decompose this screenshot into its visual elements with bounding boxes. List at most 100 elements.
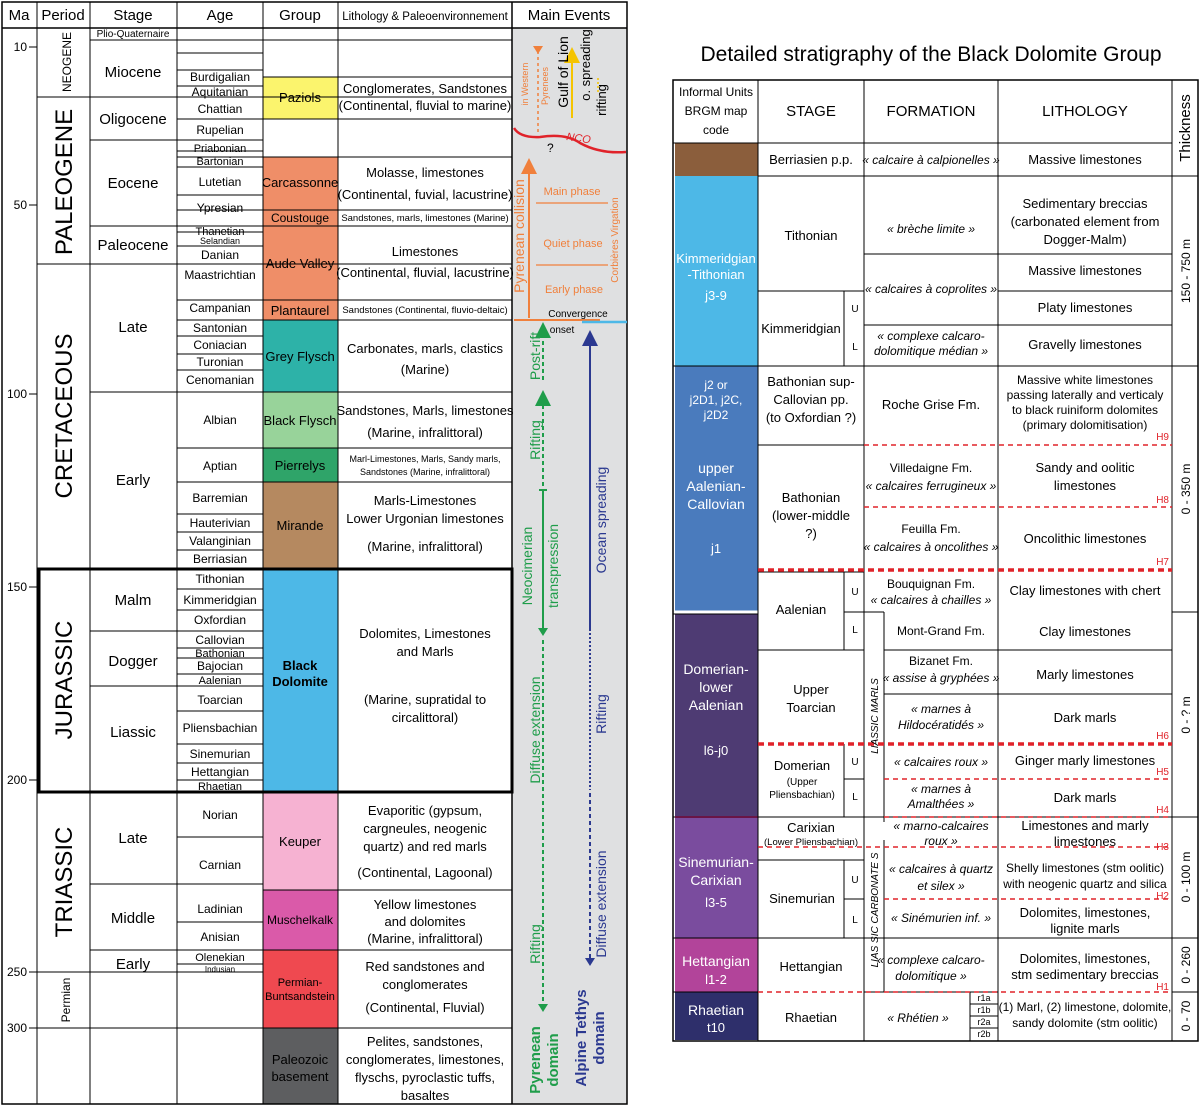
age-barremian: Barremian — [192, 491, 247, 505]
group-colors — [263, 77, 338, 1104]
event-corbieres: Corbières Virgation — [610, 197, 621, 282]
age-ladinian: Ladinian — [197, 902, 242, 916]
thickness-6: 0 - 70 — [1179, 1000, 1193, 1031]
event-early-phase: Early phase — [545, 284, 603, 296]
unit-l3-1: Sinemurian- — [678, 854, 754, 870]
horizon-h3: H3 — [1156, 842, 1169, 853]
rstage-bath-sup-3: (to Oxfordian ?) — [766, 410, 856, 425]
event-alpine-1: Alpine Tethys — [573, 989, 590, 1086]
age-hauterivian: Hauterivian — [190, 516, 251, 530]
lith-text: Marls-Limestones — [374, 493, 477, 508]
horizon-lines — [758, 444, 1172, 993]
header-stage: STAGE — [786, 103, 836, 120]
rlith-text: Sedimentary breccias — [1023, 196, 1148, 211]
group-coustouge: Coustouge — [271, 211, 329, 225]
unit-block-berriasien — [675, 143, 758, 176]
age-labels: Burdigalian Aquitanian Chattian Rupelian… — [183, 70, 258, 974]
rstage-aal-l: L — [852, 625, 858, 636]
event-rifting-blue: Rifting — [593, 694, 609, 734]
unit-kt-1: Kimmeridgian — [676, 251, 755, 266]
age-chattian: Chattian — [198, 102, 243, 116]
header-age: Age — [207, 7, 234, 24]
formation-text: et silex » — [917, 879, 965, 893]
age-priabonian: Priabonian — [194, 143, 247, 155]
formation-text: « marnes à — [911, 702, 971, 716]
group-block-paleozoic — [263, 1028, 338, 1104]
lith-text: Carbonates, marls, clastics — [347, 341, 504, 356]
unit-l1-1: Hettangian — [682, 953, 750, 969]
rstage-aalenian: Aalenian — [776, 602, 827, 617]
group-pierrelys: Pierrelys — [275, 458, 326, 473]
formation-text: « marnes à — [911, 782, 971, 796]
rlith-text: limestones — [1054, 834, 1117, 849]
rstage-bath-1: Bathonian — [782, 490, 841, 505]
rlith-text: (1) Marl, (2) limestone, dolomite, — [999, 1000, 1172, 1014]
age-kimmeridgian: Kimmeridgian — [183, 593, 256, 607]
lith-text: (Marine, supratidal to — [364, 692, 486, 707]
age-norian: Norian — [202, 808, 237, 822]
header-code: code — [703, 123, 729, 137]
unit-block-l3-5 — [675, 817, 758, 938]
unit-l1-code: l1-2 — [705, 972, 727, 987]
formation-text: « marno-calcaires — [893, 819, 988, 833]
lith-text: cargneules, neogenic — [363, 821, 487, 836]
age-sinemurian: Sinemurian — [190, 747, 251, 761]
ma-tick-10: 10 — [14, 40, 28, 54]
horizon-h6: H6 — [1156, 731, 1169, 742]
unit-kt-2: -Tithonian — [687, 267, 744, 282]
r-code: r2a — [977, 1017, 990, 1027]
thickness-1: 150 - 750 m — [1179, 239, 1193, 303]
rstage-domerian-2: (Upper — [787, 777, 818, 788]
header-thickness: Thickness — [1177, 94, 1194, 162]
group-paziols: Paziols — [279, 90, 321, 105]
event-rifting-top: rifting — [594, 84, 609, 116]
lith-text: flyschs, pyroclastic tuffs, — [355, 1070, 495, 1085]
rlith-text: Massive limestones — [1028, 152, 1142, 167]
stage-late-triassic: Late — [118, 830, 147, 847]
unit-kt-code: j3-9 — [704, 288, 727, 303]
unit-l6-3: Aalenian — [689, 697, 744, 713]
rlith-text: Sandy and oolitic — [1035, 460, 1135, 475]
formation-labels: « calcaire à calpionelles » « brèche lim… — [862, 153, 1000, 1025]
left-headers: Ma Period Stage Age Group Lithology & Pa… — [9, 7, 611, 24]
rstage-domerian: Domerian — [774, 758, 830, 773]
event-western-pyrenees-2: Pyrenees — [540, 66, 550, 105]
period-triassic: TRIASSIC — [51, 827, 78, 938]
rlith-text: limestones — [1054, 478, 1117, 493]
rstage-bath-sup-1: Bathonian sup- — [767, 374, 854, 389]
header-period: Period — [41, 7, 84, 24]
formation-text: Villedaigne Fm. — [890, 461, 973, 475]
stage-labels: Plio-Quaternaire Miocene Oligocene Eocen… — [97, 29, 170, 973]
rstage-u: U — [851, 304, 858, 315]
formation-text: dolomitique » — [895, 969, 967, 983]
formation-text: « complexe calcaro- — [877, 329, 984, 343]
formation-text: Bizanet Fm. — [909, 654, 973, 668]
unit-block-kimmeridgian-tithonian — [675, 176, 758, 366]
unit-j1-1: upper — [698, 460, 734, 476]
rstage-tithonian: Tithonian — [785, 228, 838, 243]
event-gulf-of-lion: Gulf of Lion — [555, 36, 571, 108]
header-formation: FORMATION — [887, 103, 976, 120]
unit-j2-2: j2D1, j2C, — [689, 393, 743, 407]
lith-text: Molasse, limestones — [366, 165, 484, 180]
header-lithology: Lithology & Paleoenvironnement — [342, 11, 508, 23]
lith-text: Marl-Limestones, Marls, Sandy marls, — [349, 454, 500, 464]
rstage-dom-l: L — [852, 792, 858, 803]
event-diffuse-extension-blue: Diffuse extension — [593, 850, 609, 957]
lith-text: Lower Urgonian limestones — [346, 511, 504, 526]
group-buntsandstein: Buntsandstein — [265, 991, 335, 1003]
stage-lines — [90, 39, 263, 951]
period-labels: NEOGENE PALEOGENE CRETACEOUS JURASSIC TR… — [51, 32, 78, 1022]
rstage-hettangian: Hettangian — [780, 959, 843, 974]
event-rifting-mid: Rifting — [527, 420, 543, 460]
event-pyrenean-domain-1: Pyrenean — [527, 1026, 544, 1094]
lith-text: (Marine, infralittoral) — [367, 931, 483, 946]
group-carcassonne: Carcassonne — [262, 175, 339, 190]
unit-l6-code: l6-j0 — [704, 743, 729, 758]
rlith-text: Gravelly limestones — [1028, 337, 1142, 352]
lith-text: and Marls — [396, 644, 454, 659]
lith-text: (Continental, fuvial, lacustrine) — [338, 187, 513, 202]
lith-text: Pelites, sandstones, — [367, 1034, 483, 1049]
horizon-h7: H7 — [1156, 557, 1169, 568]
age-bartonian: Bartonian — [196, 156, 243, 168]
